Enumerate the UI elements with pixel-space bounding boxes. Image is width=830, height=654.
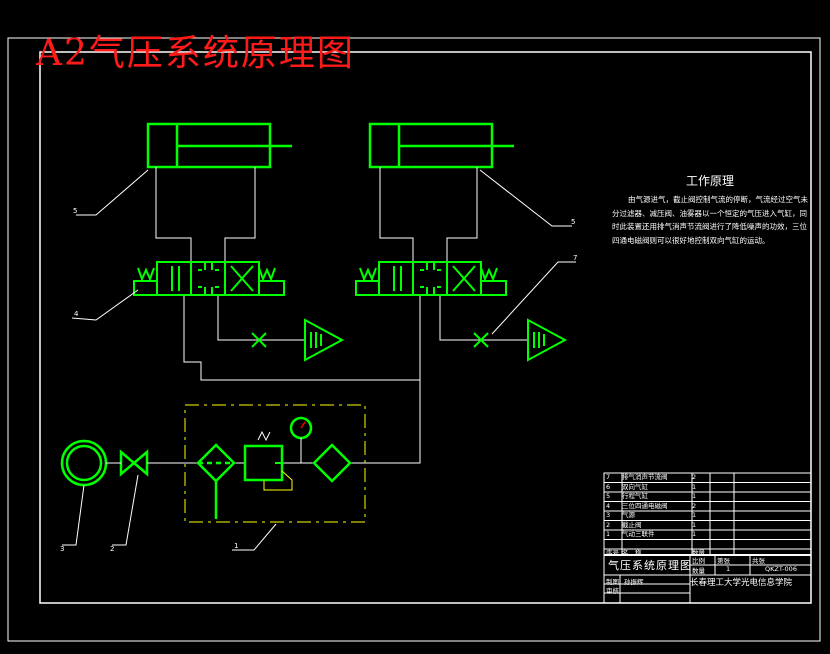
main-supply-line	[106, 380, 421, 464]
callout-1: 1	[234, 542, 238, 550]
pipes-right	[379, 167, 528, 341]
bom-no: 5	[606, 492, 611, 500]
bom-no: 3	[606, 511, 611, 519]
inner-frame	[39, 51, 812, 604]
cylinder-left	[146, 122, 292, 169]
bom-no: 6	[606, 482, 611, 491]
frl-lubricator	[312, 443, 352, 483]
callout-7: 7	[573, 254, 577, 262]
title-block-person: 孙振辉	[624, 578, 644, 586]
bom-row: 2 截止阀 1	[606, 521, 810, 531]
title-block-sheet-label: 第张	[717, 557, 730, 565]
bom-qty: 2	[692, 501, 697, 510]
air-source	[60, 439, 108, 487]
working-principle-heading: 工作原理	[685, 174, 734, 188]
title-block-university: 长春理工大学光电信息学院	[690, 578, 793, 588]
bill-of-materials: 7 排气消声节流阀 2 6 双向气缸 1 5 行程气缸 1 4 三位四通电磁阀 2 3 气源 1 2…	[606, 473, 810, 602]
bom-header-qty: 数量	[692, 549, 705, 557]
working-principle-panel: 工作原理 由气源进气，截止阀控制气流的停断，气流经过空气未分过滤器、减压阀、油雾…	[612, 172, 808, 247]
callout-2: 2	[110, 545, 114, 553]
title-block-count-label: 数量	[692, 567, 705, 575]
frl-regulator	[243, 430, 293, 491]
bom-row: 4 三位四通电磁阀 2	[606, 502, 810, 512]
title-block-draw-label: 制图	[606, 578, 619, 586]
bom-header-row: 序号名 称 数量	[606, 549, 810, 558]
bom-row: 7 排气消声节流阀 2	[606, 473, 810, 483]
bom-name: 截止阀	[622, 520, 642, 529]
bom-qty: 1	[692, 482, 697, 491]
pipes-left	[155, 167, 421, 381]
bom-row-empty	[606, 540, 810, 550]
bom-name: 气动三联件	[622, 530, 655, 538]
solenoid-valve-left	[133, 261, 285, 296]
drawing-title: A2气压系统原理图	[36, 33, 355, 74]
bom-name: 排气消声节流阀	[622, 473, 668, 481]
bom-header-no: 序号	[606, 549, 619, 557]
bom-name: 行程气缸	[622, 492, 648, 500]
bom-qty: 1	[692, 492, 697, 500]
bom-name: 三位四通电磁阀	[622, 501, 668, 510]
bom-no: 2	[606, 520, 611, 529]
exhaust-muffler-right	[473, 318, 568, 362]
title-block-grid	[603, 472, 812, 604]
bom-qty: 1	[692, 520, 697, 529]
bom-row: 5 行程气缸 1	[606, 492, 810, 502]
bom-row: 3 气源 1	[606, 511, 810, 521]
title-block-drawing-name: 气压系统原理图	[608, 559, 692, 572]
title-block-total-label: 共张	[752, 557, 765, 565]
stop-valve	[119, 449, 149, 477]
pressure-gauge	[289, 416, 313, 463]
bom-no: 7	[606, 473, 611, 481]
solenoid-valve-right	[355, 261, 507, 296]
cylinder-right	[368, 122, 514, 169]
callout-4: 4	[74, 310, 79, 318]
frl-unit-boundary	[184, 404, 366, 523]
frl-filter	[196, 443, 236, 519]
bom-row: 1 气动三联件 1	[606, 530, 810, 540]
bom-header-name: 名 称	[622, 549, 642, 557]
bom-name: 双向气缸	[622, 482, 648, 491]
title-block-check-label: 审核	[606, 587, 619, 595]
title-block-count: 1	[726, 565, 731, 573]
exhaust-muffler-left	[251, 318, 345, 362]
callout-5-left: 5	[73, 207, 77, 215]
bom-qty: 1	[692, 530, 697, 538]
callout-5-right: 5	[571, 218, 575, 226]
bom-qty: 1	[692, 511, 697, 519]
title-block-scale-label: 比例	[692, 557, 705, 565]
leader-lines	[62, 169, 576, 551]
bom-no: 1	[606, 530, 611, 538]
bom-no: 4	[606, 501, 611, 510]
callout-3: 3	[60, 545, 64, 553]
bom-name: 气源	[622, 511, 635, 519]
bom-row: 6 双向气缸 1	[606, 483, 810, 493]
outer-frame	[7, 37, 821, 642]
working-principle-text: 由气源进气，截止阀控制气流的停断，气流经过空气未分过滤器、减压阀、油雾器以一个恒…	[612, 195, 808, 245]
title-block-drawing-number: QKZT-006	[765, 565, 797, 573]
bom-qty: 2	[692, 473, 697, 481]
